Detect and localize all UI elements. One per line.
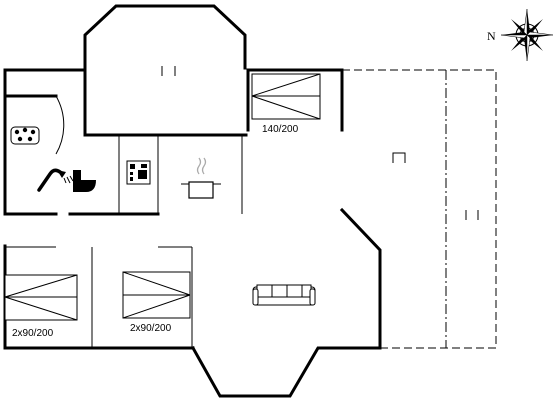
sofa-icon xyxy=(252,284,316,306)
twin-beds-middle-label: 2x90/200 xyxy=(130,323,172,334)
toilet-icon xyxy=(73,170,96,192)
hot-tub-icon xyxy=(10,126,40,145)
terrace-outline xyxy=(342,69,497,349)
twin-beds-left-label: 2x90/200 xyxy=(12,328,54,339)
opening-marks xyxy=(161,66,479,220)
interior-walls xyxy=(3,68,250,348)
washing-machine-icon xyxy=(126,160,151,185)
twin-beds-middle: 2x90/200 xyxy=(122,271,191,334)
cooking-pot-icon xyxy=(181,157,221,199)
north-label: N xyxy=(487,29,496,43)
double-bed: 140/200 xyxy=(251,73,321,135)
twin-beds-left: 2x90/200 xyxy=(4,274,78,339)
compass-rose-icon xyxy=(500,8,554,62)
shower-icon xyxy=(37,168,74,192)
double-bed-label: 140/200 xyxy=(262,124,299,135)
